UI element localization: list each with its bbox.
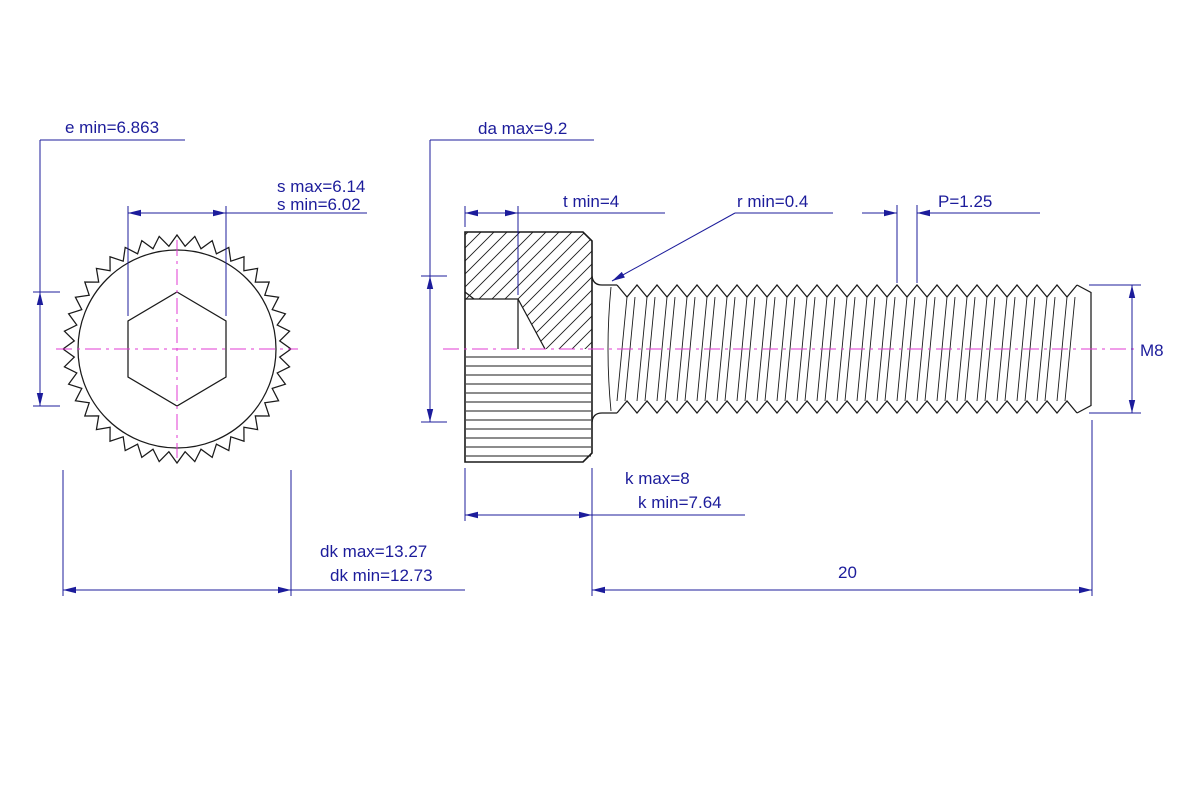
label-k-min: k min=7.64 bbox=[638, 493, 722, 512]
hatch-line bbox=[465, 232, 494, 349]
thread-flank bbox=[744, 296, 756, 402]
hatch-line bbox=[563, 232, 592, 349]
dim-line bbox=[611, 212, 736, 282]
dim-arrow bbox=[1128, 285, 1136, 298]
thread-flank bbox=[724, 296, 736, 402]
label-dk-max: dk max=13.27 bbox=[320, 542, 427, 561]
dim-arrow bbox=[426, 409, 434, 422]
dim-20 bbox=[592, 420, 1093, 596]
hatch-line bbox=[465, 232, 559, 349]
hatch-line bbox=[465, 232, 520, 349]
thread-flank bbox=[636, 296, 648, 402]
under-head-fillet-top bbox=[591, 275, 617, 286]
dim-da bbox=[421, 139, 594, 423]
label-thread-size: M8 bbox=[1140, 341, 1164, 360]
dim-arrow bbox=[1128, 400, 1136, 413]
dim-arrow bbox=[63, 586, 76, 594]
hatch-line bbox=[537, 232, 592, 349]
thread-flank bbox=[784, 296, 796, 402]
thread-flank bbox=[696, 296, 708, 402]
thread-profile bbox=[616, 284, 1078, 414]
dim-arrow bbox=[36, 292, 44, 305]
dim-arrow bbox=[917, 209, 930, 217]
dim-m8 bbox=[1089, 284, 1141, 414]
hatch-line bbox=[524, 232, 592, 349]
hatch-line bbox=[465, 232, 481, 349]
thread-flank bbox=[1036, 296, 1048, 402]
dim-arrow bbox=[213, 209, 226, 217]
thread-flank bbox=[984, 296, 996, 402]
dim-arrow bbox=[579, 511, 592, 519]
hatch-line bbox=[465, 232, 546, 349]
socket-entry-chamfer bbox=[464, 291, 475, 300]
thread-flank bbox=[976, 296, 988, 402]
dim-arrow bbox=[36, 393, 44, 406]
label-da-max: da max=9.2 bbox=[478, 119, 567, 138]
dim-arrow bbox=[278, 586, 291, 594]
label-dk-min: dk min=12.73 bbox=[330, 566, 433, 585]
hatch-line bbox=[465, 232, 585, 349]
dim-arrow bbox=[1079, 586, 1092, 594]
dim-p bbox=[862, 205, 1040, 283]
dim-k bbox=[464, 468, 745, 596]
label-s-min: s min=6.02 bbox=[277, 195, 361, 214]
head-section-hatch bbox=[465, 232, 592, 349]
thread-flank bbox=[1016, 296, 1028, 402]
thread-flank bbox=[716, 296, 728, 402]
thread-flank bbox=[956, 296, 968, 402]
label-s-max: s max=6.14 bbox=[277, 177, 365, 196]
head-outline bbox=[464, 231, 593, 463]
thread-flank bbox=[1044, 296, 1056, 402]
thread-runout-curve bbox=[607, 286, 612, 412]
label-k-max: k max=8 bbox=[625, 469, 690, 488]
label-r-min: r min=0.4 bbox=[737, 192, 808, 211]
head-serration-ring bbox=[61, 233, 293, 465]
dim-arrow bbox=[465, 511, 478, 519]
dim-arrow bbox=[465, 209, 478, 217]
dim-arrow bbox=[592, 586, 605, 594]
dim-s bbox=[127, 206, 367, 316]
hatch-line bbox=[465, 232, 507, 349]
hatch-line bbox=[550, 232, 592, 349]
dim-arrow bbox=[128, 209, 141, 217]
dim-arrow bbox=[505, 209, 518, 217]
hatch-line bbox=[465, 232, 533, 349]
label-length: 20 bbox=[838, 563, 857, 582]
label-t-min: t min=4 bbox=[563, 192, 619, 211]
dim-t bbox=[464, 206, 665, 295]
hatch-line bbox=[465, 232, 572, 349]
socket-drill-cone bbox=[517, 298, 546, 350]
dim-dk bbox=[62, 470, 465, 596]
thread-crest-bottom bbox=[616, 400, 1078, 414]
dim-arrow bbox=[426, 276, 434, 289]
dim-arrow bbox=[612, 271, 625, 281]
dim-e bbox=[33, 139, 185, 407]
side-view bbox=[464, 231, 1092, 463]
thread-flank bbox=[776, 296, 788, 402]
under-head-fillet-bottom bbox=[591, 412, 617, 423]
label-pitch: P=1.25 bbox=[938, 192, 992, 211]
head-knurl-lines bbox=[466, 356, 591, 457]
serration-teeth bbox=[61, 233, 293, 465]
label-e-min: e min=6.863 bbox=[65, 118, 159, 137]
thread-flank bbox=[804, 296, 816, 402]
hatch-line bbox=[576, 232, 592, 349]
thread-crest-top bbox=[616, 284, 1078, 298]
dim-arrow bbox=[884, 209, 897, 217]
thread-flank bbox=[1064, 296, 1076, 402]
dim-r bbox=[611, 212, 833, 282]
